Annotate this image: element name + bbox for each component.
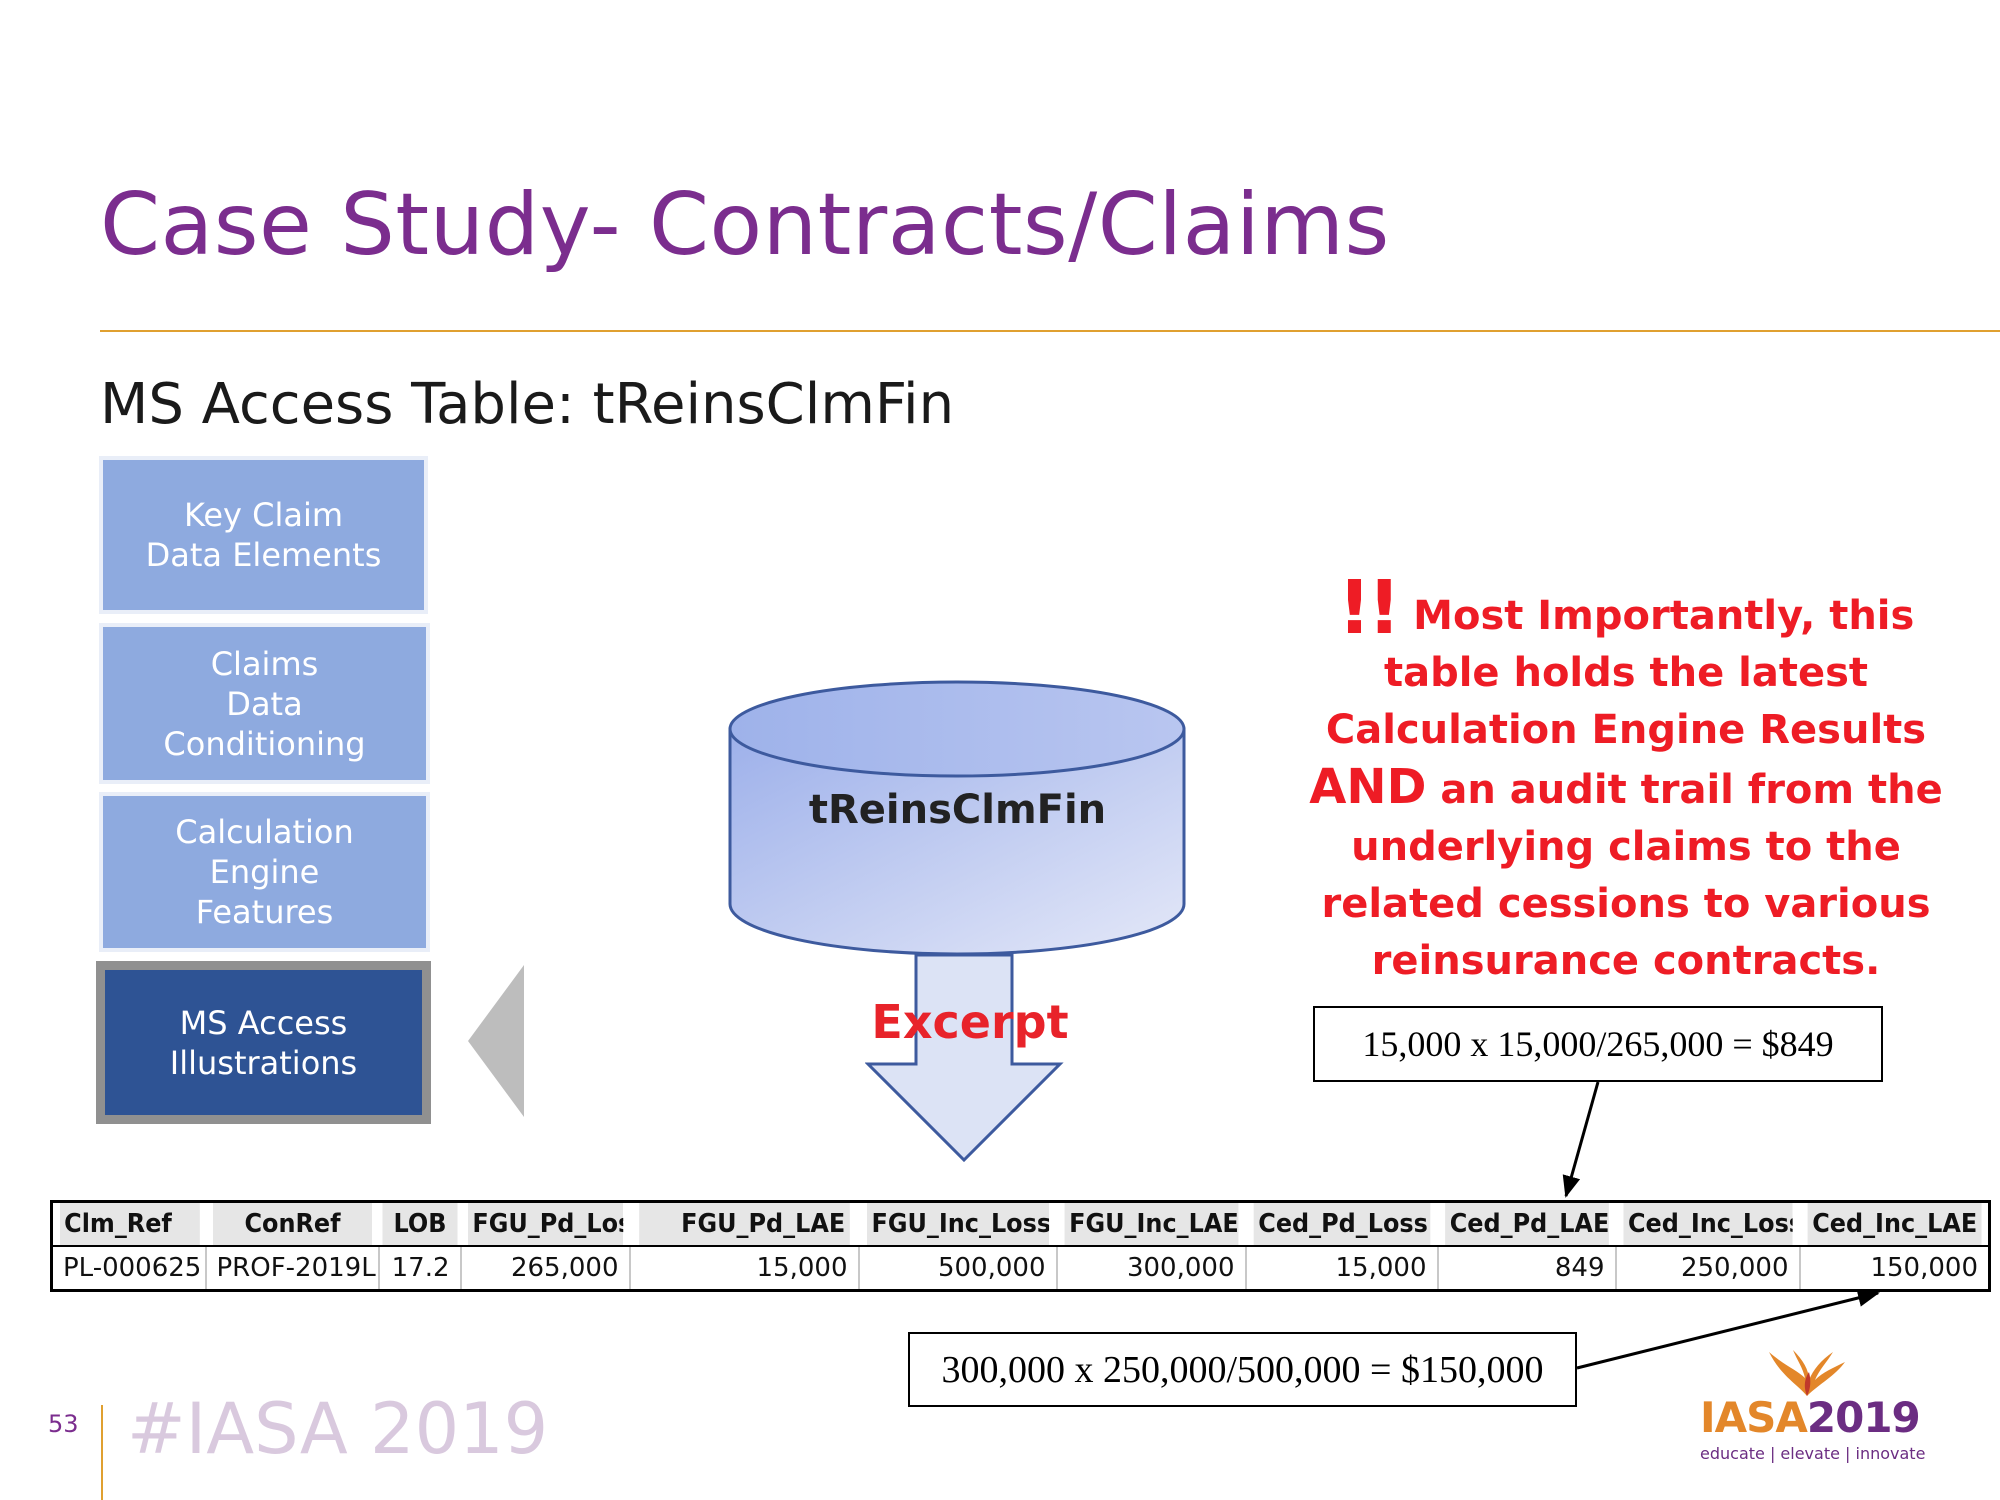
nav-item-ms-access-illustrations[interactable]: MS Access Illustrations — [96, 961, 431, 1124]
callout-text-and: AND — [1309, 759, 1427, 815]
table-cell[interactable]: 15,000 — [1244, 1245, 1438, 1291]
column-header[interactable]: ConRef — [212, 1201, 372, 1246]
nav-item-claims-data-conditioning[interactable]: Claims Data Conditioning — [99, 623, 430, 784]
slide-subtitle: MS Access Table: tReinsClmFin — [100, 372, 955, 437]
database-label: tReinsClmFin — [808, 787, 1107, 833]
table-row: PL-000625 PROF-2019L1 17.2 265,000 15,00… — [51, 1245, 1990, 1291]
phoenix-icon — [1769, 1350, 1845, 1396]
table-cell[interactable]: 300,000 — [1055, 1245, 1246, 1291]
column-header[interactable]: FGU_Pd_Loss — [467, 1201, 623, 1246]
nav-item-calculation-engine[interactable]: Calculation Engine Features — [99, 792, 430, 952]
excerpt-label: Excerpt — [871, 995, 1069, 1049]
logo-word-iasa: IASA — [1700, 1393, 1808, 1442]
formula-box-lae: 15,000 x 15,000/265,000 = $849 — [1313, 1006, 1883, 1082]
page-number: 53 — [48, 1410, 79, 1438]
logo-word-year: 2019 — [1806, 1393, 1921, 1442]
arrow-to-ced-pd-lae — [1562, 1081, 1600, 1198]
callout-text-part-2: an audit trail from the underlying claim… — [1321, 767, 1943, 984]
table-cell[interactable]: 500,000 — [857, 1245, 1057, 1291]
arrow-down-icon — [865, 953, 1064, 1163]
table-cell[interactable]: 17.2 — [377, 1245, 461, 1291]
column-header[interactable]: Clm_Ref — [57, 1201, 200, 1246]
logo-wordmark: IASA2019 — [1700, 1393, 1921, 1442]
claims-table: Clm_Ref ConRef LOB FGU_Pd_Loss FGU_Pd_LA… — [50, 1200, 1991, 1292]
column-header[interactable]: Ced_Pd_LAE — [1444, 1201, 1609, 1246]
table-cell[interactable]: 15,000 — [628, 1245, 859, 1291]
footer-divider — [101, 1405, 103, 1500]
nav-item-key-claim-data[interactable]: Key Claim Data Elements — [99, 456, 428, 614]
logo-tagline: educate | elevate | innovate — [1700, 1444, 1926, 1463]
formula-text: 15,000 x 15,000/265,000 = $849 — [1362, 1024, 1834, 1064]
slide-title: Case Study- Contracts/Claims — [100, 175, 1390, 275]
nav-item-label: Calculation Engine Features — [175, 813, 354, 931]
nav-item-label: MS Access Illustrations — [169, 1003, 358, 1082]
formula-box-loss: 300,000 x 250,000/500,000 = $150,000 — [908, 1332, 1577, 1407]
column-header[interactable]: Ced_Inc_LAE — [1807, 1201, 1982, 1246]
nav-item-label: Key Claim Data Elements — [145, 496, 382, 574]
nav-item-label: Claims Data Conditioning — [163, 644, 366, 763]
table-header-row: Clm_Ref ConRef LOB FGU_Pd_Loss FGU_Pd_LA… — [52, 1201, 1990, 1246]
table-cell[interactable]: 250,000 — [1614, 1245, 1800, 1291]
triangle-left-icon — [468, 965, 524, 1117]
column-header[interactable]: LOB — [381, 1201, 458, 1246]
callout-text: !!Most Importantly, this table holds the… — [1282, 571, 1970, 990]
table-cell[interactable]: PL-000625 — [51, 1245, 206, 1291]
column-header[interactable]: Ced_Pd_Loss — [1253, 1201, 1430, 1246]
footer-hashtag: #IASA 2019 — [127, 1388, 549, 1470]
table-cell[interactable]: 849 — [1436, 1245, 1616, 1291]
column-header[interactable]: FGU_Pd_LAE — [638, 1201, 850, 1246]
exclamation-icon: !! — [1337, 565, 1401, 651]
table-cell[interactable]: 150,000 — [1798, 1245, 1990, 1291]
column-header[interactable]: FGU_Inc_Loss — [866, 1201, 1049, 1246]
callout-text-part-1: Most Importantly, this table holds the l… — [1325, 593, 1927, 753]
table-cell[interactable]: PROF-2019L1 — [204, 1245, 379, 1291]
formula-text: 300,000 x 250,000/500,000 = $150,000 — [941, 1348, 1544, 1391]
column-header[interactable]: Ced_Inc_Loss — [1622, 1201, 1793, 1246]
table-cell[interactable]: 265,000 — [459, 1245, 630, 1291]
iasa-logo: IASA2019 educate | elevate | innovate — [1695, 1348, 1925, 1463]
column-header[interactable]: FGU_Inc_LAE — [1064, 1201, 1238, 1246]
arrow-to-ced-inc-lae — [1576, 1289, 1880, 1370]
title-divider — [100, 330, 2000, 332]
database-cylinder-icon — [728, 680, 1186, 956]
